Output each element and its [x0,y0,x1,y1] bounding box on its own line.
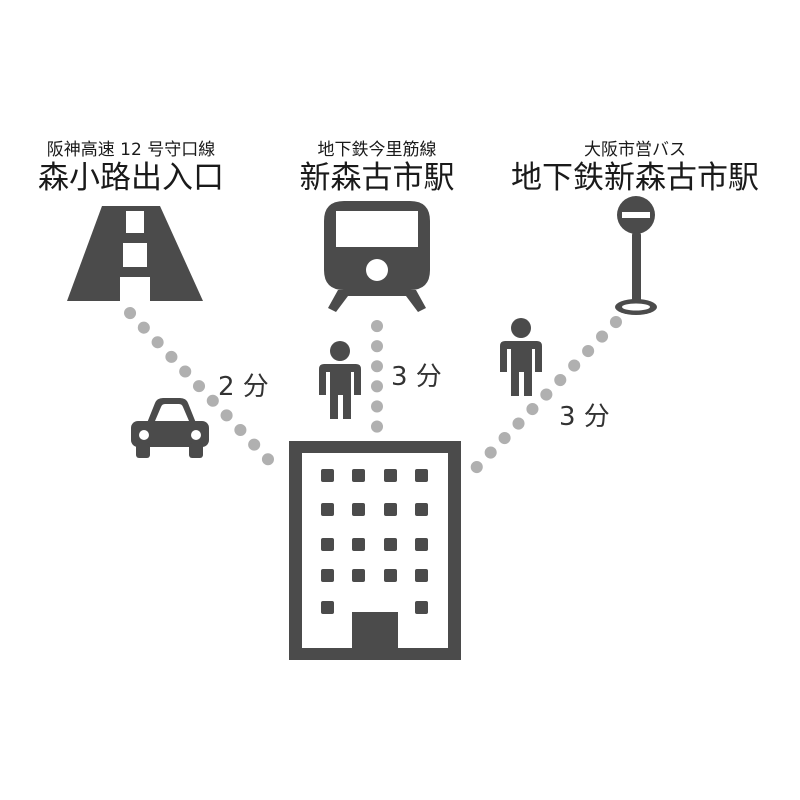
route-path-bus [466,316,622,478]
building-window [321,601,334,614]
highway-label: 阪神高速 12 号守口線 森小路出入口 [25,140,237,196]
building-window [415,469,428,482]
building-window [321,503,334,516]
route-paths [124,307,622,478]
building-window [352,469,365,482]
bus-stop-name: 地下鉄新森古市駅 [511,160,759,196]
building-window [415,601,428,614]
building-window [352,569,365,582]
building-window [384,569,397,582]
building-window [321,538,334,551]
bus-label: 大阪市営バス 地下鉄新森古市駅 [495,140,775,196]
subway-label: 地下鉄今里筋線 新森古市駅 [277,140,477,196]
bus-stop-icon [615,196,657,315]
walking-person-icon-subway [319,341,361,419]
subway-travel-time: 3 分 [391,362,442,392]
building-window [384,469,397,482]
office-building-icon [289,441,461,660]
bus-travel-time: 3 分 [559,402,610,432]
building-window [415,538,428,551]
highway-entrance-name: 森小路出入口 [38,160,224,196]
bus-operator-name: 大阪市営バス [584,140,686,160]
car-icon [131,398,209,458]
building-window [352,538,365,551]
building-window [384,503,397,516]
building-window [321,569,334,582]
highway-line-name: 阪神高速 12 号守口線 [46,140,216,160]
train-icon [324,201,430,312]
route-path-highway [124,307,286,478]
building-window [415,569,428,582]
building-window [321,469,334,482]
subway-line-name: 地下鉄今里筋線 [317,140,437,160]
road-icon [67,206,203,301]
building-window [352,503,365,516]
walking-person-icon-bus [500,318,542,396]
subway-station-name: 新森古市駅 [299,160,455,196]
building-window [415,503,428,516]
building-windows [321,469,428,614]
building-window [384,538,397,551]
highway-travel-time: 2 分 [218,372,269,402]
